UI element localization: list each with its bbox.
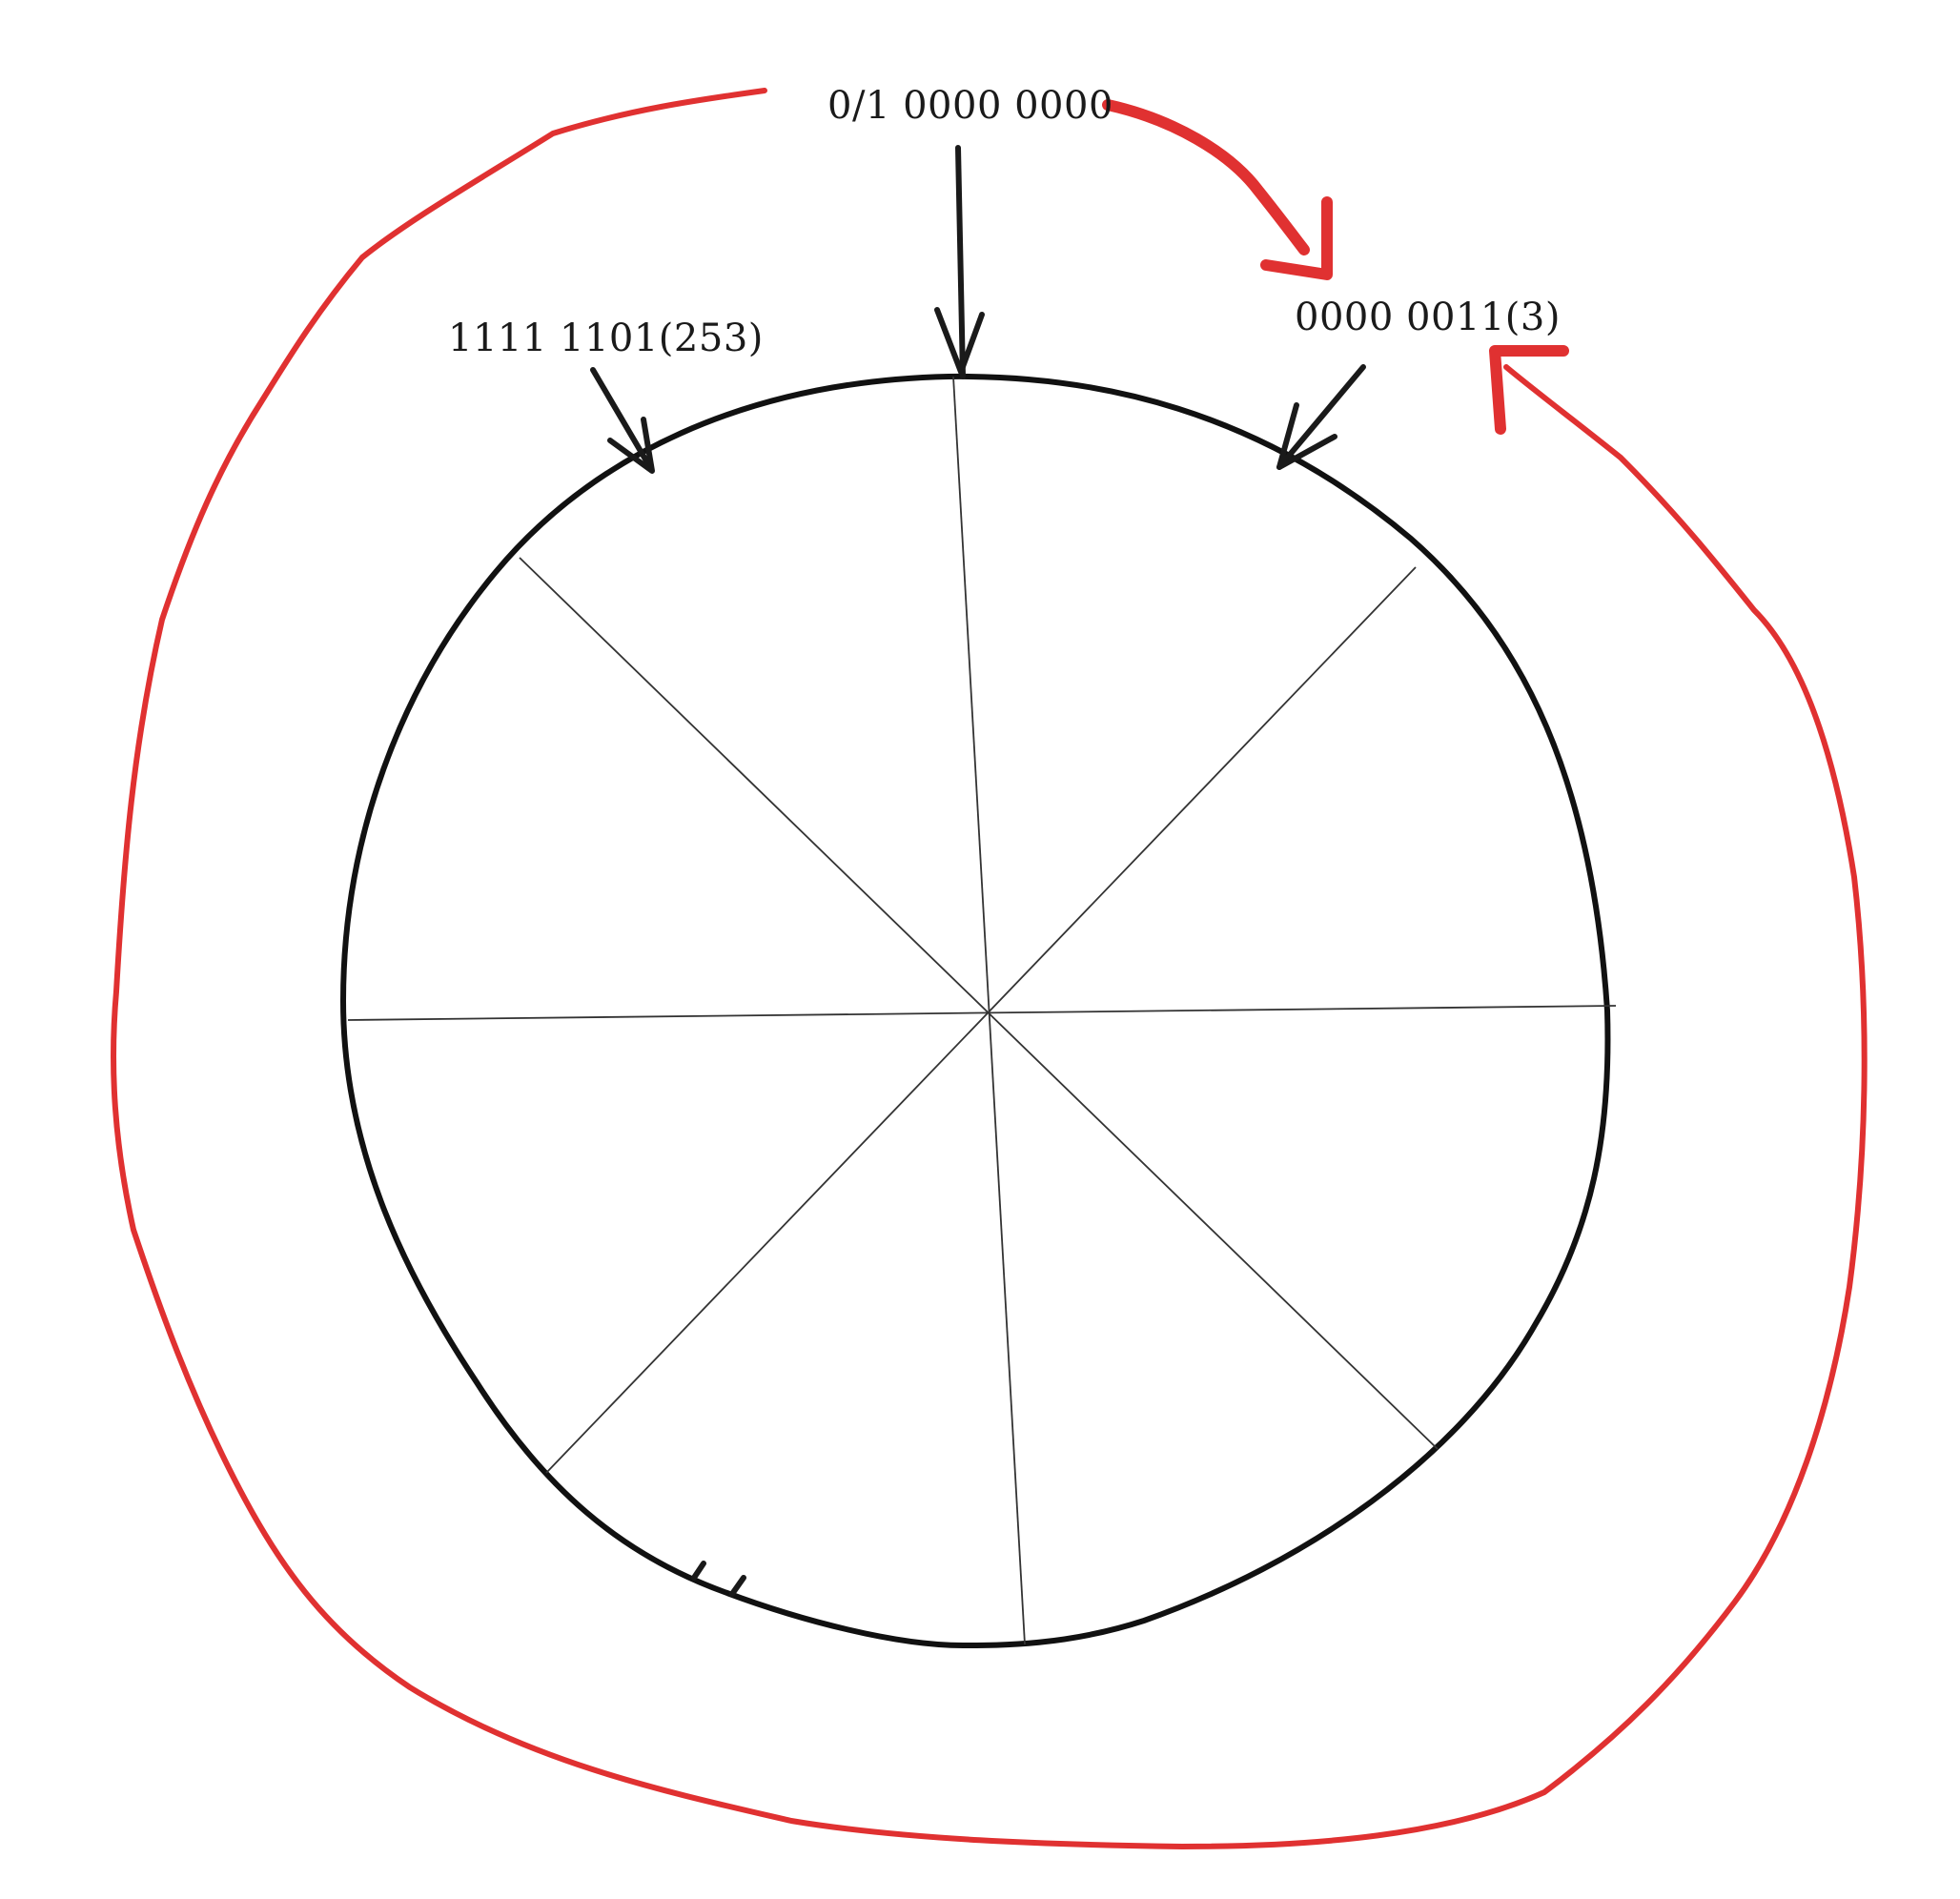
wrap-around-arc [111,88,1868,1849]
wrap-arrow-head [1489,345,1569,435]
label-top-value: 0/1 0000 0000 [827,84,1113,128]
counter-ring [340,373,1611,1648]
increment-arrow-head [1260,196,1333,280]
label-right-value: 0000 0011(3) [1295,296,1561,339]
spoke-horizontal [347,1005,1617,1021]
pointer-right [1276,364,1366,470]
spoke-diagonal-a [519,557,1439,1450]
pointer-left [590,367,655,474]
spoke-diagonal-b [545,566,1417,1474]
increment-arc [1102,99,1310,255]
pointer-top [934,145,985,379]
label-left-value: 1111 1101(253) [448,316,764,360]
tick-marks [691,1561,746,1597]
segment-dividers [347,376,1617,1645]
